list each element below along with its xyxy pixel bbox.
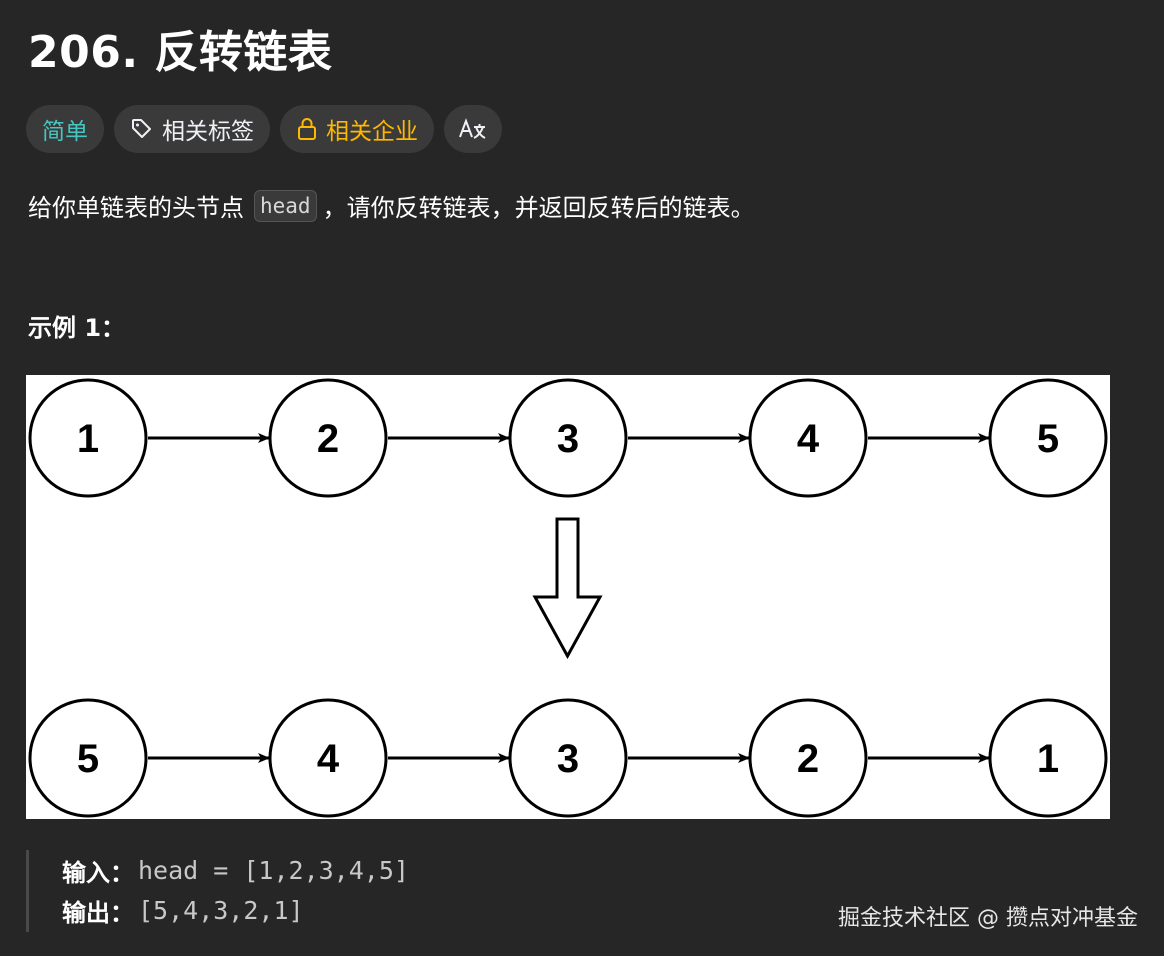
list-node-value: 1 (1037, 737, 1059, 781)
tag-icon (130, 117, 154, 141)
watermark: 掘金技术社区 @ 攒点对冲基金 (838, 906, 1138, 931)
list-node-value: 5 (1037, 417, 1059, 461)
list-node-value: 2 (797, 737, 819, 781)
output-line: 输出： [5,4,3,2,1] (62, 890, 409, 930)
list-node-circle (508, 698, 628, 818)
list-node-value: 4 (317, 737, 340, 781)
reverse-arrow-icon (532, 517, 603, 660)
lock-icon (296, 117, 318, 141)
list-node-value: 4 (797, 417, 820, 461)
description-text-2: ，请你反转链表，并返回反转后的链表。 (322, 194, 755, 222)
list-node-circle (28, 698, 148, 818)
related-companies-button[interactable]: 相关企业 (280, 105, 434, 153)
problem-description: 给你单链表的头节点 head ，请你反转链表，并返回反转后的链表。 (28, 188, 755, 223)
list-node-circle (28, 378, 148, 498)
problem-title: 206. 反转链表 (28, 27, 333, 78)
difficulty-label: 简单 (42, 119, 88, 145)
related-companies-label: 相关企业 (326, 119, 418, 145)
linked-list-figure: 1 2 3 4 5 5 4 3 2 1 (26, 375, 1110, 819)
input-value: head = [1,2,3,4,5] (138, 855, 409, 885)
list-node-value: 3 (557, 737, 579, 781)
example-io-block: 输入： head = [1,2,3,4,5] 输出： [5,4,3,2,1] (26, 850, 409, 932)
difficulty-tag[interactable]: 简单 (26, 105, 104, 153)
list-node-value: 1 (77, 417, 99, 461)
translate-button[interactable] (444, 105, 502, 153)
inline-code-head: head (254, 189, 317, 222)
list-node-circle (748, 378, 868, 498)
list-node-circle (268, 378, 388, 498)
list-node-circle (988, 698, 1108, 818)
reversed-list: 5 4 3 2 1 (28, 698, 1108, 818)
list-node-value: 3 (557, 417, 579, 461)
output-value: [5,4,3,2,1] (138, 895, 304, 925)
related-topics-button[interactable]: 相关标签 (114, 105, 270, 153)
output-label: 输出： (62, 898, 134, 927)
list-node-value: 2 (317, 417, 339, 461)
description-text-1: 给你单链表的头节点 (28, 194, 244, 222)
input-label: 输入： (62, 858, 134, 887)
list-node-circle (988, 378, 1108, 498)
translate-icon (458, 117, 488, 141)
list-node-circle (748, 698, 868, 818)
related-topics-label: 相关标签 (162, 119, 254, 145)
original-list: 1 2 3 4 5 (28, 378, 1108, 498)
list-node-circle (508, 378, 628, 498)
input-line: 输入： head = [1,2,3,4,5] (62, 850, 409, 890)
example-title: 示例 1： (28, 314, 126, 342)
list-node-value: 5 (77, 737, 99, 781)
tag-row: 简单 相关标签 相关企业 (26, 105, 502, 153)
list-node-circle (268, 698, 388, 818)
